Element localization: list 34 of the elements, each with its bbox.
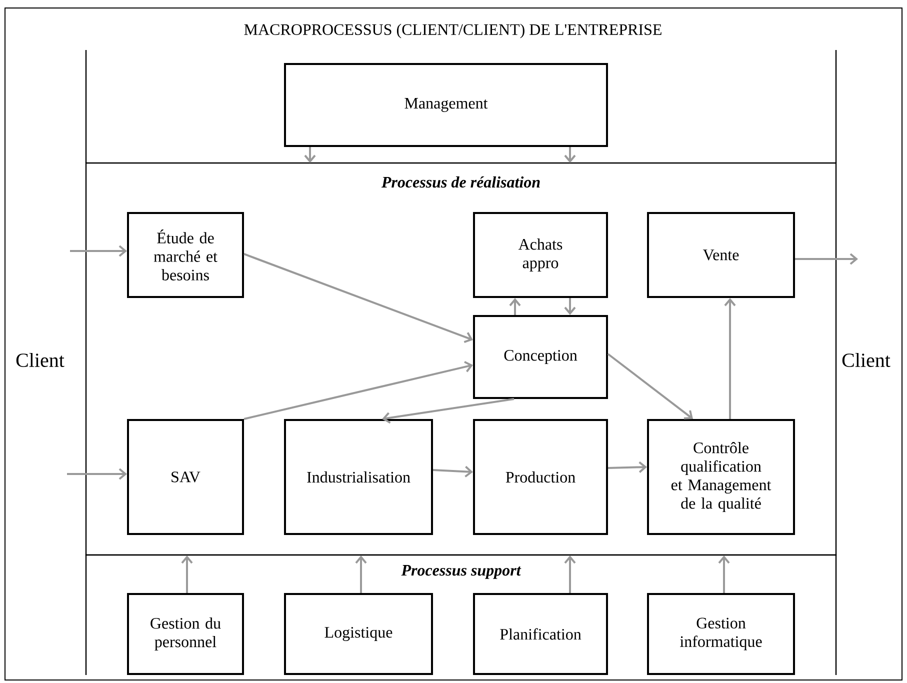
arrow [724, 298, 736, 419]
process-box: Conception [473, 315, 608, 399]
arrow [382, 398, 514, 424]
process-box: Gestion informatique [647, 593, 795, 675]
arrow [70, 245, 127, 257]
arrow [564, 147, 576, 163]
arrow [244, 253, 473, 343]
process-box: Gestion du personnel [127, 593, 244, 675]
process-box: Logistique [284, 593, 433, 675]
arrow [795, 253, 858, 265]
arrow [244, 360, 473, 420]
process-box: Contrôle qualification et Management de la qualité [647, 419, 795, 535]
arrow [67, 468, 127, 480]
process-box: Planification [473, 593, 608, 675]
arrow [181, 555, 193, 593]
arrow [304, 147, 316, 163]
arrow [718, 555, 730, 593]
process-box: Étude de marché et besoins [127, 212, 244, 298]
side-label: Client [842, 352, 890, 368]
arrow [564, 298, 576, 315]
arrow [608, 461, 647, 473]
side-label: Client [16, 352, 64, 368]
arrow [564, 555, 576, 593]
process-box: Achats appro [473, 212, 608, 298]
process-box: Management [284, 63, 608, 147]
process-box: Industrialisation [284, 419, 433, 535]
process-box: Vente [647, 212, 795, 298]
title: MACROPROCESSUS (CLIENT/CLIENT) DE L'ENTREPRISE [244, 24, 662, 38]
arrow [355, 555, 367, 593]
process-box: Production [473, 419, 608, 535]
arrow [432, 466, 473, 478]
arrow [607, 353, 694, 420]
process-box: SAV [127, 419, 244, 535]
arrow [509, 298, 521, 315]
